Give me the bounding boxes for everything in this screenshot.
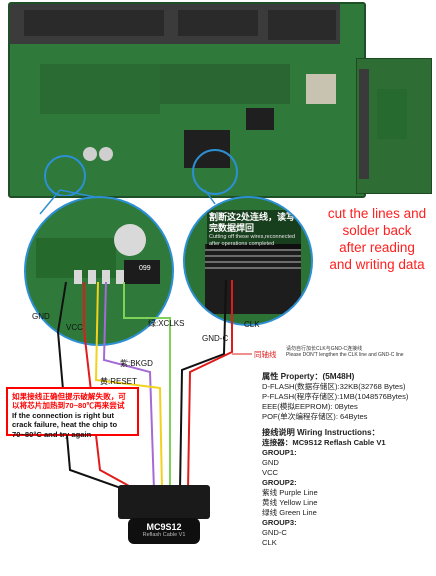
wiring-connector: 连接器：MC9S12 Reflash Cable V1 xyxy=(262,438,386,447)
zoom-circle-left: 099 xyxy=(24,196,174,346)
group2-label: GROUP2: xyxy=(262,478,297,487)
wire-clk xyxy=(187,280,233,491)
wire-gnd-c xyxy=(179,279,227,491)
wire-purple xyxy=(102,281,155,491)
group3-item-1: GND-C xyxy=(262,528,287,537)
cut-note-cn: 割断这2处连线，读写完数据焊回 xyxy=(209,212,296,233)
property-line-2: P-FLASH(程序存储区):1MB(1048576Bytes) xyxy=(262,392,409,401)
cut-note-box: 割断这2处连线，读写完数据焊回 Cutting off these wires,… xyxy=(207,210,301,249)
property-panel: 属性 Property：(5M48H) D-FLASH(数据存储区):32KB(… xyxy=(262,372,408,548)
chip-small xyxy=(246,108,274,130)
label-gnd-c: GND-C xyxy=(202,334,229,343)
zoom-left-capacitor xyxy=(114,224,146,256)
side-components xyxy=(377,89,407,139)
property-line-4: POF(单次编程存储区): 64Bytes xyxy=(262,412,368,421)
group1-label: GROUP1: xyxy=(262,448,297,457)
component-area-2 xyxy=(160,64,290,104)
side-board-photo xyxy=(356,58,432,194)
side-connector xyxy=(359,69,369,179)
zoom-line-right xyxy=(204,189,216,205)
side-board-detail xyxy=(359,69,407,179)
same-pin-note: 请勿自行加长CLK与GND-C连接线 Please DON'T lengthen… xyxy=(286,346,426,358)
chip-marking: 099 xyxy=(139,265,151,272)
zoom-line-left-a xyxy=(39,189,61,215)
group3-label: GROUP3: xyxy=(262,518,297,527)
relay-component xyxy=(306,74,336,104)
callout-line-1: cut the lines and xyxy=(327,206,427,221)
warning-en: If the connection is right but crack fai… xyxy=(12,410,118,439)
cut-note-en: Cutting off these wires,reconnected afte… xyxy=(209,234,296,247)
cable-subtitle: Reflash Cable V1 xyxy=(142,532,186,538)
warning-box: 如果接线正确但提示破解失败，可以将芯片加热到70~80℃再来尝试 If the … xyxy=(6,387,139,439)
same-pin-note-cn: 请勿自行加长CLK与GND-C连接线 xyxy=(286,346,363,352)
connector-block-left xyxy=(24,10,164,36)
zoom-right-detail xyxy=(205,244,301,314)
callout-line-2: solder back xyxy=(342,223,412,238)
connector-block-right xyxy=(268,10,336,40)
ecu-board-detail xyxy=(10,4,340,196)
cable-connector: MC9S12 Reflash Cable V1 xyxy=(128,518,200,544)
label-clk: CLK xyxy=(244,320,260,329)
group1-item-2: VCC xyxy=(262,468,279,477)
callout-line-3: after reading xyxy=(339,240,415,255)
ecu-board-photo xyxy=(8,2,366,198)
callout-line-4: and writing data xyxy=(329,257,425,272)
cable-model: MC9S12 xyxy=(146,522,182,532)
group2-item-1: 紫线 Purple Line xyxy=(262,488,318,497)
connector-block-mid xyxy=(178,10,258,36)
highlight-circle-left xyxy=(44,155,86,196)
group3-item-2: CLK xyxy=(262,538,277,547)
label-vcc: VCC xyxy=(66,323,83,332)
wire-green xyxy=(123,282,171,490)
same-pin-label: 同轴线 xyxy=(254,350,277,359)
zoom-circle-right: 割断这2处连线，读写完数据焊回 Cutting off these wires,… xyxy=(183,196,313,326)
capacitor-2 xyxy=(99,147,113,161)
zoom-left-detail xyxy=(36,224,160,284)
main-processor-chip xyxy=(184,130,230,168)
wiring-header: 接线说明 Wiring Instructions： xyxy=(262,428,380,437)
zoom-left-pads xyxy=(74,270,124,284)
property-line-1: D-FLASH(数据存储区):32KB(32768 Bytes) xyxy=(262,382,406,391)
property-line-3: EEE(模拟EEPROM): 0Bytes xyxy=(262,402,358,411)
group2-item-2: 黄线 Yellow Line xyxy=(262,498,318,507)
capacitor-1 xyxy=(83,147,97,161)
zoom-right-chip-pins xyxy=(205,249,301,269)
same-pin-note-en: Please DON'T lengthen the CLK line and G… xyxy=(286,352,404,358)
property-header: 属性 Property：(5M48H) xyxy=(262,372,355,381)
label-gnd: GND xyxy=(32,312,50,321)
warning-cn: 如果接线正确但提示破解失败，可以将芯片加热到70~80℃再来尝试 xyxy=(12,392,126,411)
group2-item-3: 绿线 Green Line xyxy=(262,508,317,517)
highlight-circle-right xyxy=(192,149,238,195)
wire-yellow xyxy=(94,281,163,491)
label-xclks: 绿:XCLKS xyxy=(148,319,185,328)
db-connector-shell xyxy=(118,485,210,519)
label-bkgd: 紫:BKGD xyxy=(120,359,153,368)
label-reset: 黄:RESET xyxy=(100,377,137,386)
cut-solder-callout: cut the lines and solder back after read… xyxy=(318,205,436,273)
component-area xyxy=(40,64,160,114)
group1-item-1: GND xyxy=(262,458,279,467)
zoom-left-chip xyxy=(124,260,160,284)
